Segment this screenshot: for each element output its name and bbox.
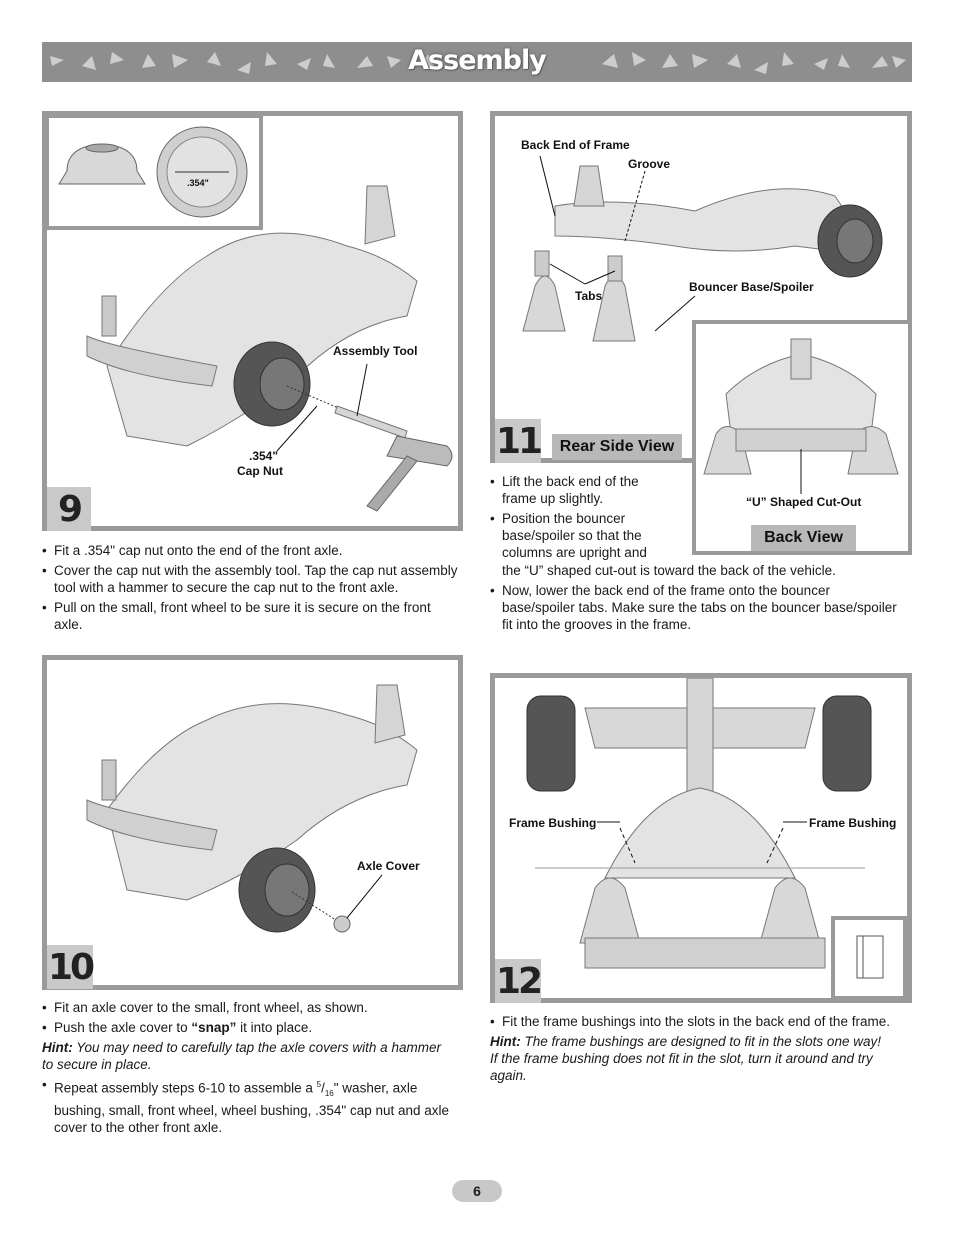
rear-side-view-tag: Rear Side View bbox=[552, 434, 682, 460]
u-shaped-cut-out-label: “U” Shaped Cut-Out bbox=[746, 495, 862, 509]
groove-label: Groove bbox=[628, 157, 671, 171]
step10-bullet-2: Push the axle cover to “snap” it into pl… bbox=[42, 1019, 462, 1036]
hint-text: The frame bushings are designed to fit i… bbox=[524, 1034, 881, 1049]
axle-cover-label: Axle Cover bbox=[357, 859, 420, 873]
bullet-line: Position the bouncer bbox=[502, 511, 626, 526]
fraction-denominator: 16 bbox=[324, 1089, 334, 1099]
step10-bullet-3: Repeat assembly steps 6-10 to assemble a… bbox=[42, 1076, 462, 1136]
hint-label: Hint: bbox=[42, 1040, 73, 1055]
back-view-illustration bbox=[703, 338, 899, 494]
step9-bullet: Fit a .354" cap nut onto the end of the … bbox=[42, 542, 462, 559]
hint-text: You may need to carefully tap the axle c… bbox=[76, 1040, 441, 1055]
bullet-text: it into place. bbox=[236, 1020, 313, 1035]
tabs-label: Tabs bbox=[575, 289, 603, 303]
bullet-text: Repeat assembly steps 6-10 to assemble a bbox=[54, 1080, 317, 1096]
step10-instructions: Fit an axle cover to the small, front wh… bbox=[42, 999, 462, 1139]
step11-instructions-bottom: Now, lower the back end of the frame ont… bbox=[490, 582, 905, 636]
hint-label: Hint: bbox=[490, 1034, 521, 1049]
step12-panel: Frame Bushing Frame Bushing 12 bbox=[490, 673, 912, 1003]
step-number-9: 9 bbox=[47, 487, 91, 531]
bouncer-base-spoiler-label: Bouncer Base/Spoiler bbox=[689, 280, 814, 294]
bullet-text: " washer, axle bushing, small, front whe… bbox=[54, 1080, 450, 1136]
header-banner: Assembly bbox=[42, 42, 912, 82]
step9-illustration: .354" bbox=[47, 116, 453, 512]
back-end-of-frame-label: Back End of Frame bbox=[521, 138, 630, 152]
step11-bullet-3: Now, lower the back end of the frame ont… bbox=[490, 582, 905, 633]
back-view-tag: Back View bbox=[751, 525, 856, 551]
step9-bullet: Pull on the small, front wheel to be sur… bbox=[42, 599, 462, 633]
bullet-line: base/spoiler so that the bbox=[502, 528, 642, 543]
bullet-line: frame up slightly. bbox=[502, 491, 604, 506]
banner-pattern bbox=[50, 52, 906, 74]
back-view-inset: “U” Shaped Cut-Out Back View bbox=[692, 320, 912, 555]
step-number-11: 11 bbox=[495, 419, 543, 463]
step9-instructions: Fit a .354" cap nut onto the end of the … bbox=[42, 542, 462, 636]
step12-hint: Hint: The frame bushings are designed to… bbox=[490, 1033, 912, 1084]
step11-bullet-2: Position the bouncer base/spoiler so that… bbox=[490, 510, 690, 561]
step10-bullet-1: Fit an axle cover to the small, front wh… bbox=[42, 999, 462, 1016]
step10-hint: Hint: You may need to carefully tap the … bbox=[42, 1039, 462, 1073]
step-number-12: 12 bbox=[495, 959, 543, 1003]
bullet-text: Push the axle cover to bbox=[54, 1020, 192, 1035]
step9-bullet: Cover the cap nut with the assembly tool… bbox=[42, 562, 462, 596]
bullet-line: columns are upright and bbox=[502, 545, 647, 560]
snap-emphasis: “snap” bbox=[191, 1020, 237, 1035]
step11-instructions-top: Lift the back end of the frame up slightl… bbox=[490, 473, 690, 564]
inset-dimension-label: .354" bbox=[187, 178, 209, 188]
step11-bullet-1: Lift the back end of the frame up slightl… bbox=[490, 473, 690, 507]
step11-illustration bbox=[522, 155, 883, 342]
page-title: Assembly bbox=[408, 45, 547, 76]
hint-text: If the frame bushing does not fit in the… bbox=[490, 1051, 873, 1083]
fraction-numerator: 5 bbox=[316, 1080, 322, 1089]
step12-illustration bbox=[526, 678, 907, 998]
frame-bushing-right-label: Frame Bushing bbox=[809, 816, 897, 830]
hint-text: to secure in place. bbox=[42, 1057, 152, 1072]
cap-nut-dimension-label: .354" bbox=[249, 449, 279, 463]
bullet-line: Lift the back end of the bbox=[502, 474, 639, 489]
step12-instructions: Fit the frame bushings into the slots in… bbox=[490, 1013, 912, 1087]
step10-panel: Axle Cover 10 bbox=[42, 655, 463, 990]
frame-bushing-left-label: Frame Bushing bbox=[509, 816, 597, 830]
step11-bullet-2-tail: the “U” shaped cut-out is toward the bac… bbox=[502, 563, 836, 578]
step9-panel: .354" Assembly Tool .354" Cap Nut 9 bbox=[42, 111, 463, 531]
assembly-tool-label: Assembly Tool bbox=[333, 344, 418, 358]
page-number: 6 bbox=[452, 1180, 502, 1202]
step10-illustration bbox=[86, 684, 418, 933]
step-number-10: 10 bbox=[47, 945, 95, 989]
step12-bullet: Fit the frame bushings into the slots in… bbox=[490, 1013, 912, 1030]
cap-nut-label: Cap Nut bbox=[237, 464, 283, 478]
